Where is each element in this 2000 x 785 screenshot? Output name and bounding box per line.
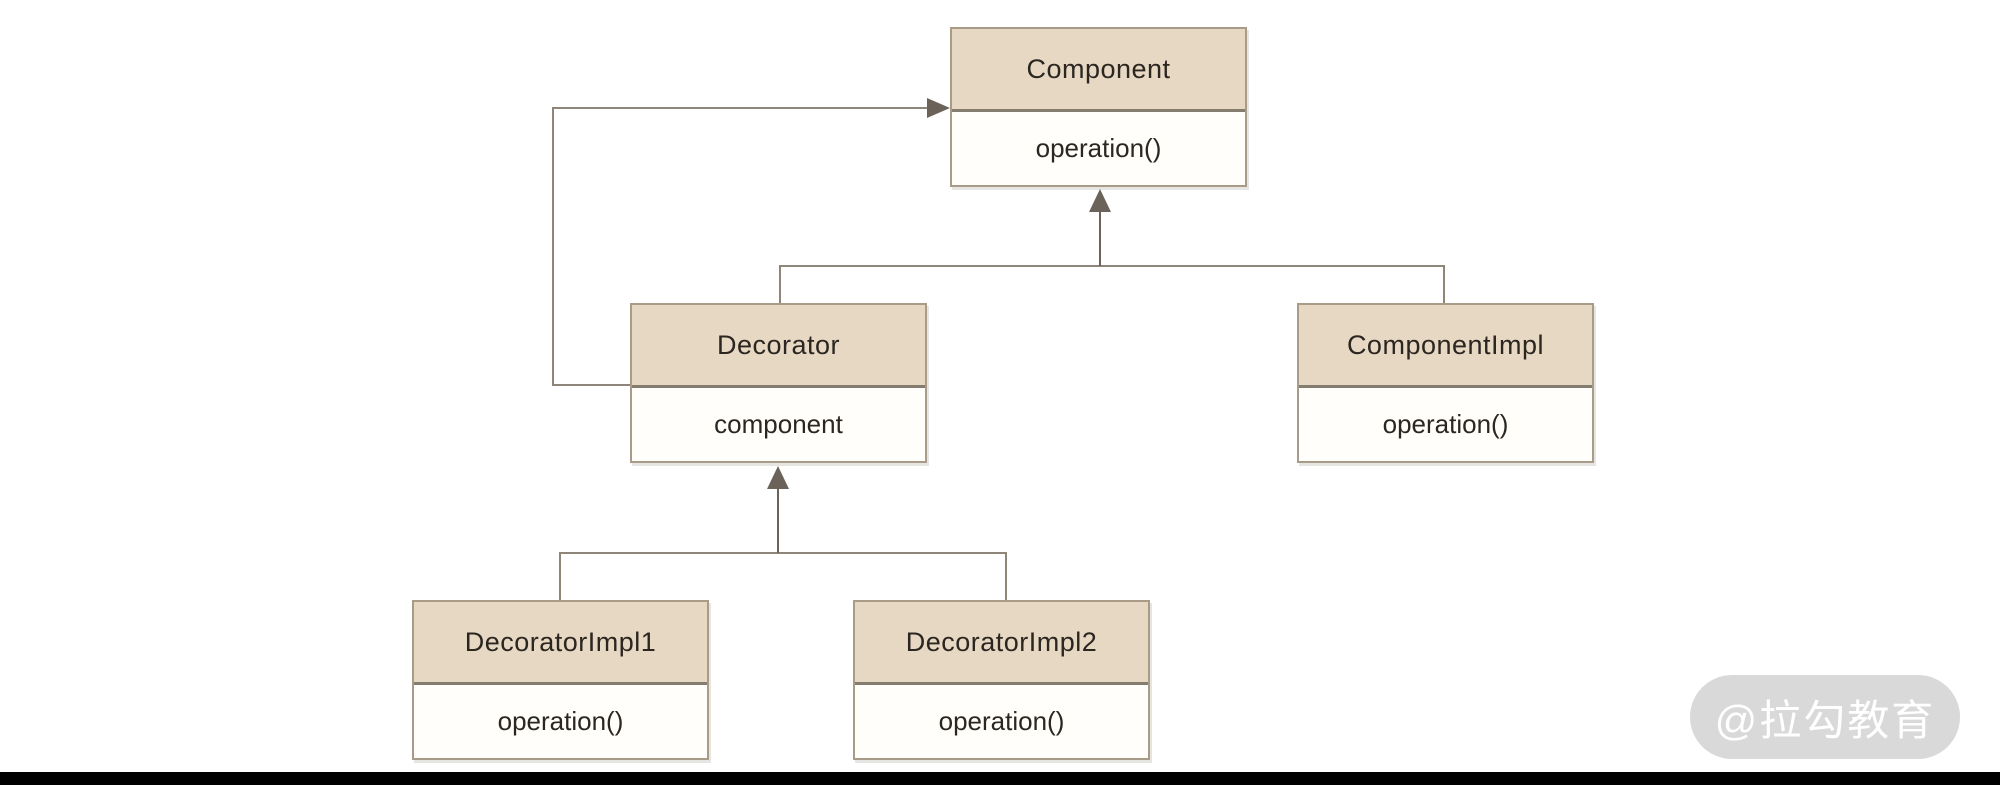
class-box-decoratorimpl1: DecoratorImpl1 operation() [412,600,709,760]
class-box-decorator: Decorator component [630,303,927,463]
association-arrowhead-icon [927,98,950,118]
watermark-label: @拉勾教育 [1714,696,1936,744]
class-name: Component [952,29,1245,112]
class-box-component: Component operation() [950,27,1247,187]
class-box-componentimpl: ComponentImpl operation() [1297,303,1594,463]
class-name: DecoratorImpl2 [855,602,1148,685]
class-name: Decorator [632,305,925,388]
class-name: ComponentImpl [1299,305,1592,388]
generalization-bus-to-decorator [559,552,1007,600]
association-decorator-to-component [552,107,929,386]
class-member: operation() [855,685,1148,758]
bottom-black-bar [0,772,2000,785]
generalization-bus-to-component [779,265,1445,303]
class-member: operation() [414,685,707,758]
class-name: DecoratorImpl1 [414,602,707,685]
class-box-decoratorimpl2: DecoratorImpl2 operation() [853,600,1150,760]
class-member: operation() [952,112,1245,185]
generalization-arrowhead-component-icon [1089,189,1111,212]
generalization-arrowhead-decorator-icon [767,466,789,489]
class-member: component [632,388,925,461]
watermark-badge: @拉勾教育 [1690,675,1960,759]
class-member: operation() [1299,388,1592,461]
